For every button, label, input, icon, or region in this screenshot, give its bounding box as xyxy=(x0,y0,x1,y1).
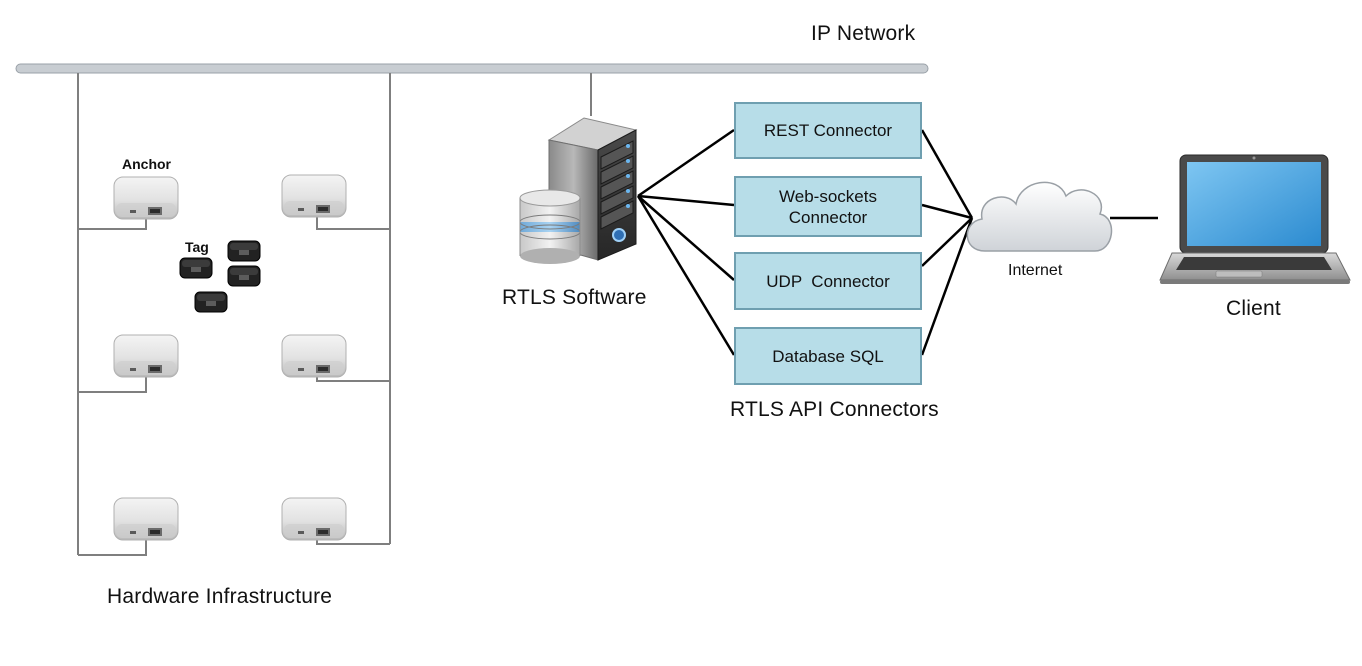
rtls-api-connectors-label: RTLS API Connectors xyxy=(730,398,939,421)
tag-device-2 xyxy=(227,240,261,262)
websockets-connector-label-line2: Connector xyxy=(788,207,868,227)
udp-connector-box: UDP Connector xyxy=(734,252,922,310)
tag-device-1 xyxy=(179,257,213,279)
cloud-icon xyxy=(966,181,1113,252)
server-connector-lines xyxy=(636,128,736,356)
database-sql-box: Database SQL xyxy=(734,327,922,385)
hardware-infrastructure-label: Hardware Infrastructure xyxy=(107,585,333,608)
anchor-device-2 xyxy=(281,174,347,218)
internet-label: Internet xyxy=(1008,262,1063,279)
rest-connector-box: REST Connector xyxy=(734,102,922,159)
rtls-software-label: RTLS Software xyxy=(502,286,647,309)
connector-internet-lines xyxy=(920,129,1158,356)
anchor-device-4 xyxy=(281,334,347,378)
database-icon xyxy=(519,189,581,264)
rest-connector-label: REST Connector xyxy=(763,121,893,140)
hardware-wiring xyxy=(77,73,592,556)
ip-network-label: IP Network xyxy=(811,22,916,45)
anchor-device-5 xyxy=(113,497,179,541)
client-label: Client xyxy=(1226,297,1281,320)
ip-network-bar xyxy=(15,63,929,74)
anchor-device-3 xyxy=(113,334,179,378)
udp-connector-label: UDP Connector xyxy=(766,271,890,291)
anchor-device-6 xyxy=(281,497,347,541)
tag-label: Tag xyxy=(185,239,209,255)
anchor-device-1 xyxy=(113,176,179,220)
anchor-label: Anchor xyxy=(122,156,171,172)
tag-device-4 xyxy=(194,291,228,313)
websockets-connector-label-line1: Web-sockets xyxy=(779,186,877,206)
laptop-icon xyxy=(1159,154,1351,284)
tag-device-3 xyxy=(227,265,261,287)
websockets-connector-box: Web-sockets Connector xyxy=(734,176,922,237)
database-sql-label: Database SQL xyxy=(772,346,884,366)
